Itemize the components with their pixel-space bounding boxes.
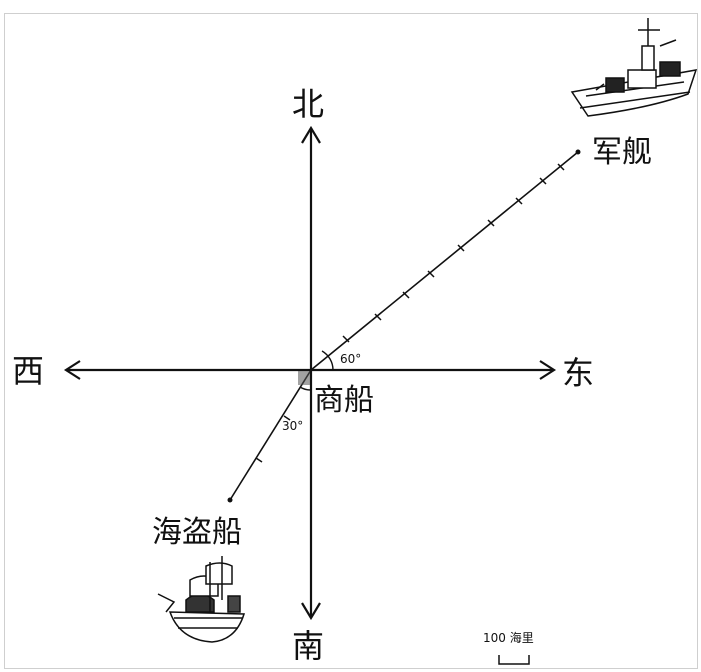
angle-30-label: 30°: [282, 419, 304, 433]
east-arrowhead: [539, 360, 557, 380]
warship-point: [575, 149, 581, 155]
pirate-line-ticks: [255, 415, 291, 463]
warship-icon: [570, 18, 698, 117]
east-label: 东: [562, 354, 595, 392]
angle-arc-30: [299, 386, 312, 391]
west-arrowhead: [63, 360, 81, 380]
angle-arc-60: [321, 350, 334, 371]
warship-line-ticks: [342, 163, 565, 343]
south-label: 南: [292, 627, 325, 665]
south-arrowhead: [301, 602, 321, 621]
scale-bar: [498, 655, 530, 665]
merchant-to-pirate-line: [229, 369, 312, 501]
scale-label: 100 海里: [483, 631, 534, 645]
pirate-ship-icon: [157, 556, 246, 643]
pirate-ship-label: 海盗船: [152, 515, 242, 550]
angle-60-label: 60°: [340, 352, 362, 366]
north-arrowhead: [301, 125, 321, 144]
pirate-point: [227, 497, 233, 503]
north-label: 北: [292, 85, 325, 123]
merchant-to-warship-line: [310, 151, 579, 371]
origin-mark: [298, 371, 310, 385]
figure-frame: [4, 13, 698, 669]
warship-label: 军舰: [592, 135, 652, 170]
west-label: 西: [12, 352, 45, 390]
merchant-ship-label: 商船: [314, 383, 374, 418]
